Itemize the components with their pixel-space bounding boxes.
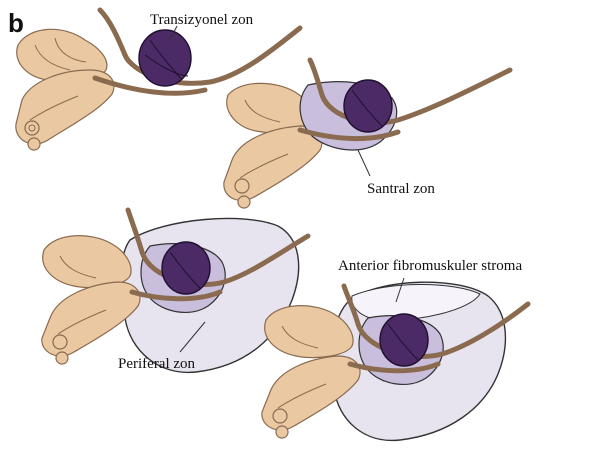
label-central-zone: Santral zon bbox=[367, 181, 435, 197]
panel-central-zone: Santral zon bbox=[224, 60, 510, 208]
vas-deferens bbox=[224, 126, 322, 208]
panel-letter: b bbox=[8, 8, 24, 38]
label-peripheral-zone: Periferal zon bbox=[118, 356, 196, 372]
panel-peripheral-zone: Periferal zon bbox=[42, 210, 308, 372]
transition-zone-lobe bbox=[162, 242, 210, 294]
panel-anterior-stroma: Anterior fibromuskuler stroma bbox=[262, 258, 528, 440]
leader-line bbox=[358, 150, 370, 176]
seminal-vesicle bbox=[43, 236, 131, 288]
transition-zone-lobe bbox=[139, 30, 191, 86]
label-anterior-stroma: Anterior fibromuskuler stroma bbox=[338, 258, 522, 274]
transition-zone-lobe bbox=[380, 314, 428, 366]
label-transition-zone: Transizyonel zon bbox=[150, 12, 254, 28]
transition-zone-lobe bbox=[344, 80, 392, 132]
